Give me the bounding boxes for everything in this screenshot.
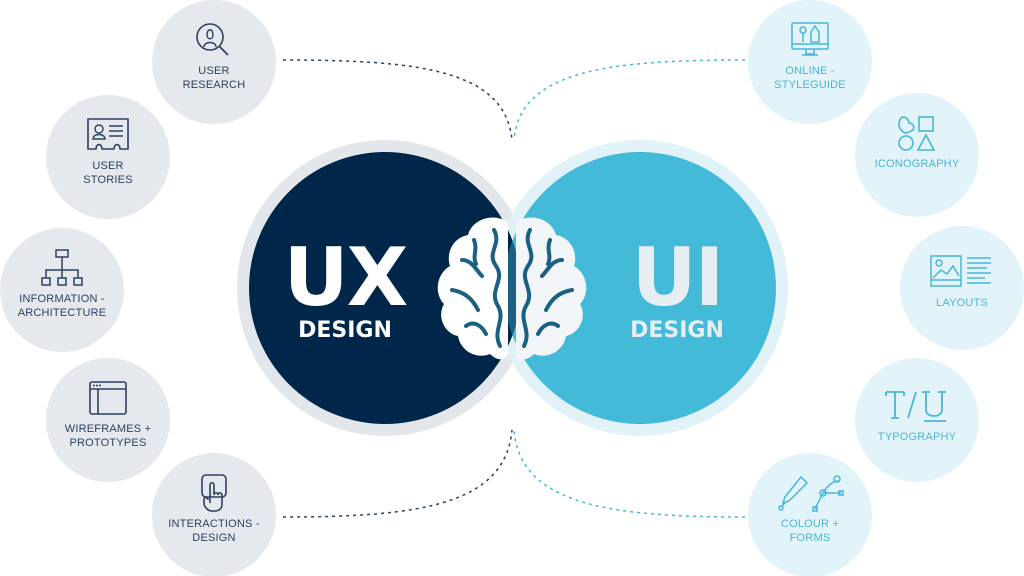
connector-line [282, 429, 513, 518]
connector-line [513, 429, 746, 518]
item-label-line-1: INTERACTIONS - [168, 518, 260, 530]
item-label-line-1: LAYOUTS [936, 297, 988, 309]
ui-item-layouts: LAYOUTS [900, 226, 1024, 350]
image-text-layout-icon [930, 255, 991, 287]
eyedropper-bezier-icon [778, 475, 844, 512]
item-label-line-2: DESIGN [192, 532, 236, 544]
connector-line [513, 59, 746, 141]
user-search-icon [196, 23, 229, 56]
ux-subtitle: DESIGN [298, 318, 392, 343]
ui-design-title: UI DESIGN [612, 238, 742, 344]
ux-item-information-architecture: INFORMATION - ARCHITECTURE [0, 228, 124, 352]
item-label-line-1: INFORMATION - [19, 293, 105, 305]
ux-item-user-research: USER RESEARCH [152, 0, 276, 124]
item-label-line-2: ARCHITECTURE [17, 307, 107, 319]
ui-item-iconography: ICONOGRAPHY [855, 93, 979, 217]
item-label-line-1: WIREFRAMES + [64, 423, 152, 435]
item-label-line-1: ICONOGRAPHY [874, 158, 960, 170]
ui-item-colour-forms: COLOUR + FORMS [748, 453, 872, 576]
item-label-line-2: RESEARCH [182, 79, 246, 91]
item-label-line-2: FORMS [789, 532, 831, 544]
ux-circle [249, 152, 521, 424]
ui-circle [504, 152, 776, 424]
ui-subtitle: DESIGN [630, 318, 724, 343]
ux-item-interactions-design: INTERACTIONS - DESIGN [152, 453, 276, 576]
sitemap-icon [41, 249, 83, 286]
item-label-line-2: PROTOTYPES [69, 437, 147, 449]
ux-title: UX [283, 231, 409, 324]
ui-title: UI [631, 231, 725, 324]
ux-design-title: UX DESIGN [280, 238, 410, 344]
item-label-line-2: STYLEGUIDE [774, 79, 846, 91]
item-label-line-1: ONLINE - [785, 65, 835, 77]
item-label-line-1: COLOUR + [780, 518, 840, 530]
brain-icon [437, 217, 587, 360]
user-card-icon [87, 118, 129, 150]
item-label-line-1: USER [92, 160, 124, 172]
item-label-line-2: STORIES [83, 174, 133, 186]
text-style-icon [885, 391, 946, 422]
ux-item-user-stories: USER STORIES [46, 95, 170, 219]
item-label-line-1: TYPOGRAPHY [877, 431, 957, 443]
ui-item-online-styleguide: ONLINE - STYLEGUIDE [748, 0, 872, 124]
ui-item-typography: TYPOGRAPHY [855, 358, 979, 482]
touch-hand-icon [201, 474, 227, 512]
shapes-icon [898, 116, 936, 151]
monitor-tools-icon [791, 22, 829, 56]
connector-line [282, 59, 513, 141]
browser-window-icon [89, 381, 127, 415]
ux-item-wireframes-prototypes: WIREFRAMES + PROTOTYPES [46, 358, 170, 482]
item-label-line-1: USER [198, 65, 230, 77]
